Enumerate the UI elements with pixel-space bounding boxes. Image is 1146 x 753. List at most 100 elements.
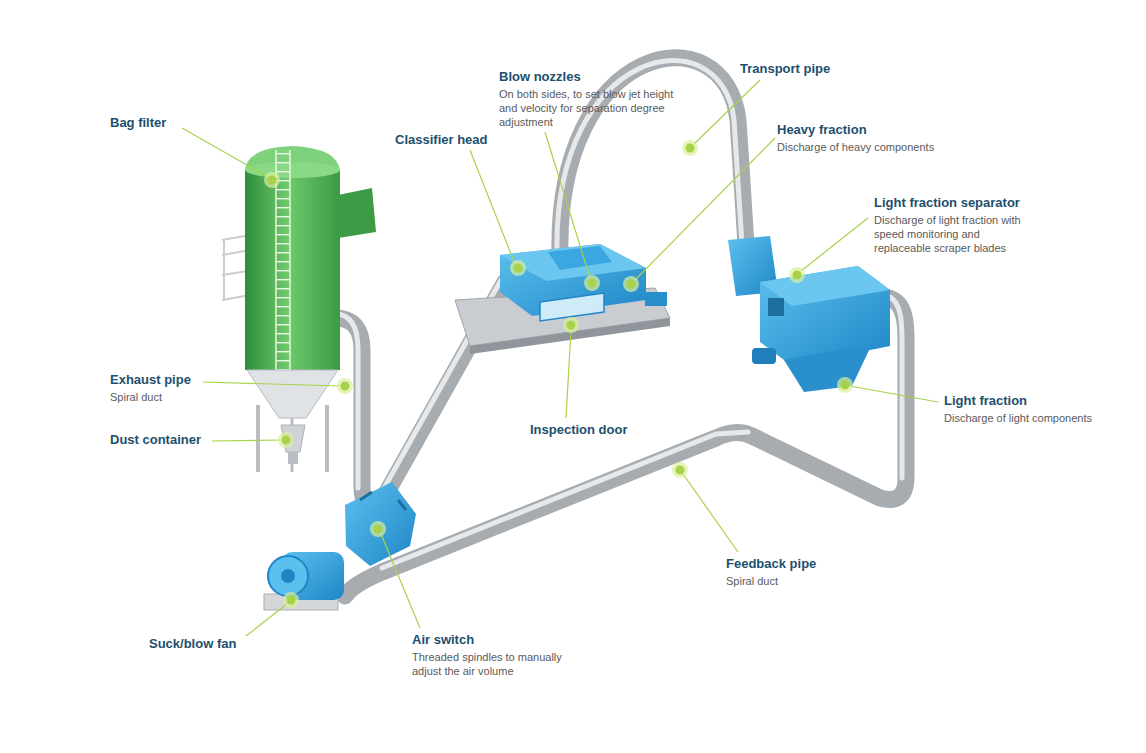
leader-line — [683, 474, 738, 552]
leader-lines — [182, 80, 938, 636]
callout-dot — [686, 144, 695, 153]
callout-dot — [682, 140, 698, 156]
callout-dot — [584, 275, 600, 291]
callout-dot — [623, 276, 639, 292]
callout-dot — [278, 432, 294, 448]
callout-dot — [563, 317, 579, 333]
inspection-door — [540, 293, 604, 321]
part-description: Spiral duct — [726, 574, 778, 588]
air-switch-spindle — [360, 492, 406, 510]
callout-dot — [283, 592, 299, 608]
callout-dot — [374, 525, 383, 534]
callout-dot — [789, 267, 805, 283]
filter-cone — [247, 370, 338, 418]
callout-dot — [563, 317, 579, 333]
callout-dot — [588, 279, 597, 288]
callout-dot — [282, 436, 291, 445]
callout-dot — [264, 172, 280, 188]
leader-line — [182, 128, 268, 177]
pipe-highlight — [335, 60, 902, 568]
filter-inlet-hood — [338, 188, 376, 238]
separator-motor — [752, 348, 776, 364]
callout-dot — [623, 276, 639, 292]
part-name: Transport pipe — [740, 61, 830, 77]
fan-hub — [281, 569, 295, 583]
leader-line — [381, 534, 420, 628]
callout-dot — [370, 521, 386, 537]
callout-dot — [283, 592, 299, 608]
callout-dot — [837, 377, 853, 393]
separator-body — [760, 266, 890, 366]
part-name: Light fraction separator — [874, 195, 1020, 211]
callout-dot — [841, 381, 850, 390]
filter-top — [245, 162, 340, 178]
callout-dot — [682, 140, 698, 156]
classifier-motor — [645, 292, 667, 306]
callout-dot — [287, 596, 296, 605]
callout-dot — [672, 462, 688, 478]
callout-dot — [837, 377, 853, 393]
filter-leg — [325, 405, 329, 472]
classifier-head-top — [500, 244, 646, 281]
filter-ladder — [276, 150, 290, 395]
callout-dot — [337, 378, 353, 394]
callout-dot — [793, 271, 802, 280]
filter-ladder-rail — [289, 150, 291, 395]
leader-line — [801, 218, 868, 271]
part-name: Suck/blow fan — [149, 636, 236, 652]
leader-line — [246, 603, 288, 636]
part-description: Discharge of heavy components — [777, 140, 934, 154]
part-description: Spiral duct — [110, 390, 162, 404]
leader-line — [203, 382, 340, 386]
leader-line — [566, 330, 571, 418]
callout-dot — [584, 275, 600, 291]
separator-panel — [768, 298, 784, 316]
part-name: Bag filter — [110, 115, 166, 131]
leader-line — [635, 138, 775, 280]
leader-line — [545, 132, 590, 278]
part-name: Blow nozzles — [499, 69, 581, 85]
bag-filter — [222, 146, 376, 472]
callout-dot — [510, 260, 526, 276]
part-name: Classifier head — [395, 132, 488, 148]
part-description: Discharge of light components — [944, 411, 1092, 425]
part-name: Feedback pipe — [726, 556, 816, 572]
leader-line — [850, 386, 938, 402]
light-fraction-separator — [728, 236, 890, 392]
callout-dot — [676, 466, 685, 475]
part-description: Threaded spindles to manually adjust the… — [412, 650, 574, 678]
filter-leg — [256, 405, 260, 472]
filter-body — [245, 170, 340, 370]
part-description: Discharge of light fraction with speed m… — [874, 213, 1026, 255]
callout-dot — [789, 267, 805, 283]
callout-dot — [264, 172, 280, 188]
part-name: Heavy fraction — [777, 122, 867, 138]
callout-dot — [341, 382, 350, 391]
callout-dot — [337, 378, 353, 394]
part-name: Light fraction — [944, 393, 1027, 409]
leader-line — [470, 150, 515, 264]
callout-dot — [627, 280, 636, 289]
pipe-body — [335, 58, 906, 596]
pipe-network — [335, 58, 906, 596]
callout-dot — [567, 321, 576, 330]
air-switch — [345, 482, 416, 566]
callout-dots — [264, 140, 853, 608]
callout-dot — [514, 264, 523, 273]
part-description: On both sides, to set blow jet height an… — [499, 87, 681, 129]
transport-pipe — [560, 58, 746, 255]
blow-nozzle-housing — [548, 246, 612, 270]
classifier — [455, 244, 670, 354]
part-name: Air switch — [412, 632, 474, 648]
callout-dot — [510, 260, 526, 276]
suck-blow-fan — [264, 552, 344, 610]
leader-line — [694, 80, 760, 144]
part-name: Inspection door — [530, 422, 628, 438]
part-name: Exhaust pipe — [110, 372, 191, 388]
callout-dot — [268, 176, 277, 185]
callout-dot — [370, 521, 386, 537]
callout-dot — [672, 462, 688, 478]
air-switch-body — [345, 482, 416, 566]
part-name: Dust container — [110, 432, 201, 448]
